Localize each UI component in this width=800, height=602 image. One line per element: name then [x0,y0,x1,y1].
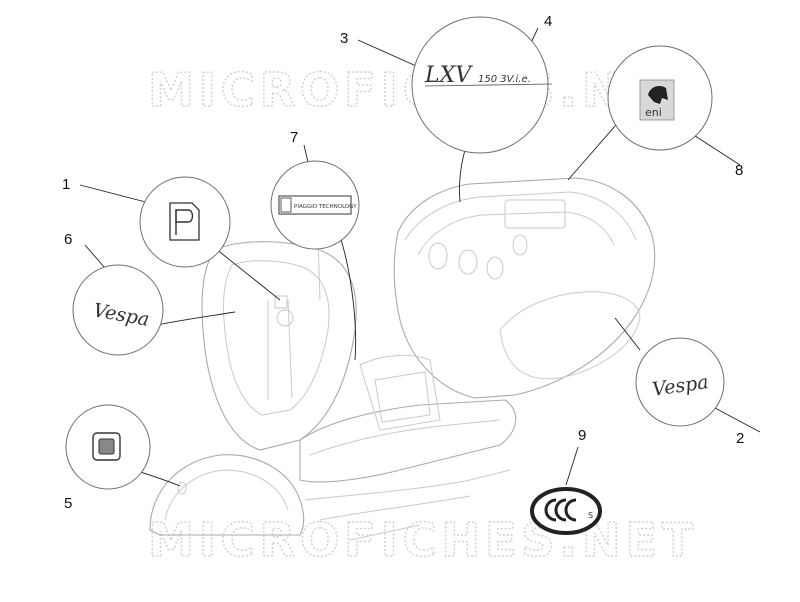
callout-4: 4 [544,13,552,30]
lxv-suffix: 150 3V.i.e. [478,74,531,85]
callout-5: 5 [64,495,72,512]
detail-circle-3-4: LXV 150 3V.i.e. [411,16,553,154]
lxv-logo: LXV [424,63,473,88]
ccc-mark: S [530,487,602,535]
technology-plate-text: PIAGGIO TECHNOLOGY [294,204,357,210]
detail-circle-8: eni [607,45,713,151]
technology-plate-icon [278,195,352,215]
callout-2: 2 [736,430,744,447]
detail-circle-5 [65,404,151,490]
watermark-bottom: MICROFICHES.NET [148,513,698,567]
callout-8: 8 [735,162,743,179]
detail-circle-7: PIAGGIO TECHNOLOGY [270,160,360,250]
callout-1: 1 [62,176,70,193]
detail-circle-1 [139,176,231,268]
eni-label: eni [645,106,662,119]
callout-3: 3 [340,30,348,47]
callout-6: 6 [64,231,72,248]
callout-9: 9 [578,427,586,444]
ccc-suffix: S [588,511,593,520]
callout-7: 7 [290,129,298,146]
detail-circle-6: Vespa [72,264,164,356]
detail-circle-2: Vespa [635,337,725,427]
